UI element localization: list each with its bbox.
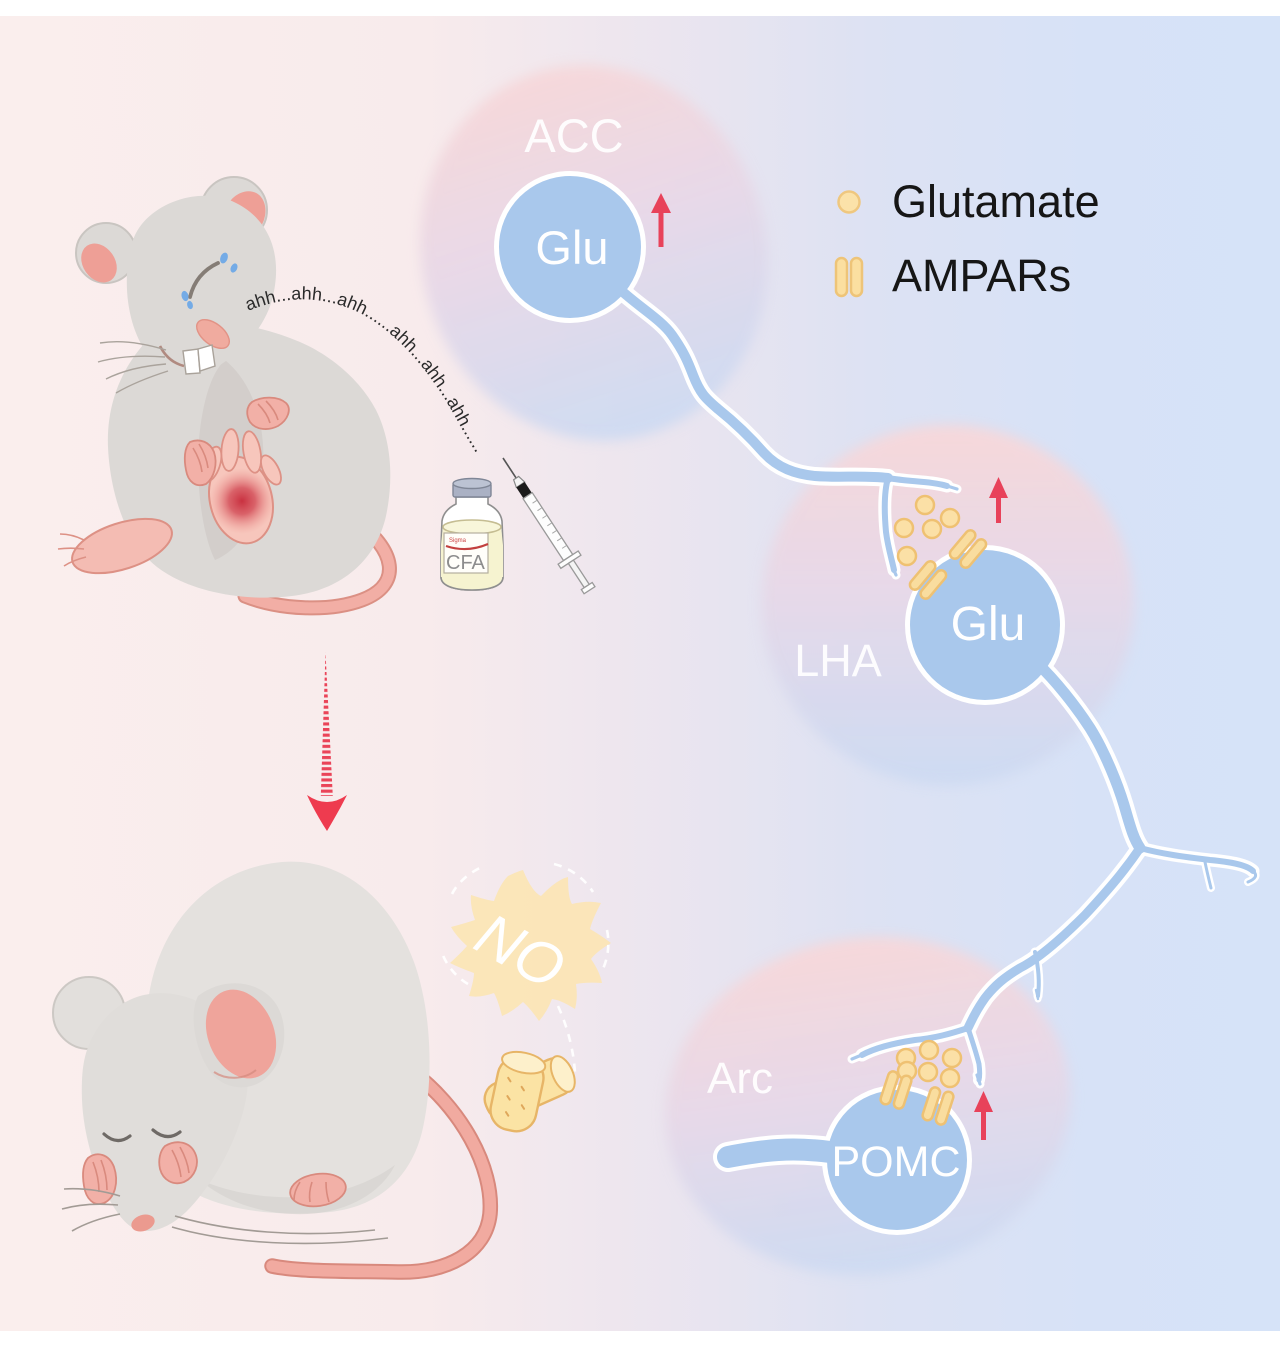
svg-text:Glu: Glu	[535, 221, 608, 274]
svg-text:AMPARs: AMPARs	[892, 250, 1071, 301]
svg-text:Arc: Arc	[707, 1054, 773, 1103]
svg-text:ACC: ACC	[524, 109, 623, 162]
svg-text:CFA: CFA	[446, 552, 486, 574]
svg-text:LHA: LHA	[794, 635, 882, 686]
svg-text:POMC: POMC	[832, 1138, 961, 1186]
svg-text:Glu: Glu	[951, 598, 1026, 651]
svg-text:Sigma: Sigma	[449, 538, 467, 544]
svg-text:Glutamate: Glutamate	[892, 176, 1100, 227]
